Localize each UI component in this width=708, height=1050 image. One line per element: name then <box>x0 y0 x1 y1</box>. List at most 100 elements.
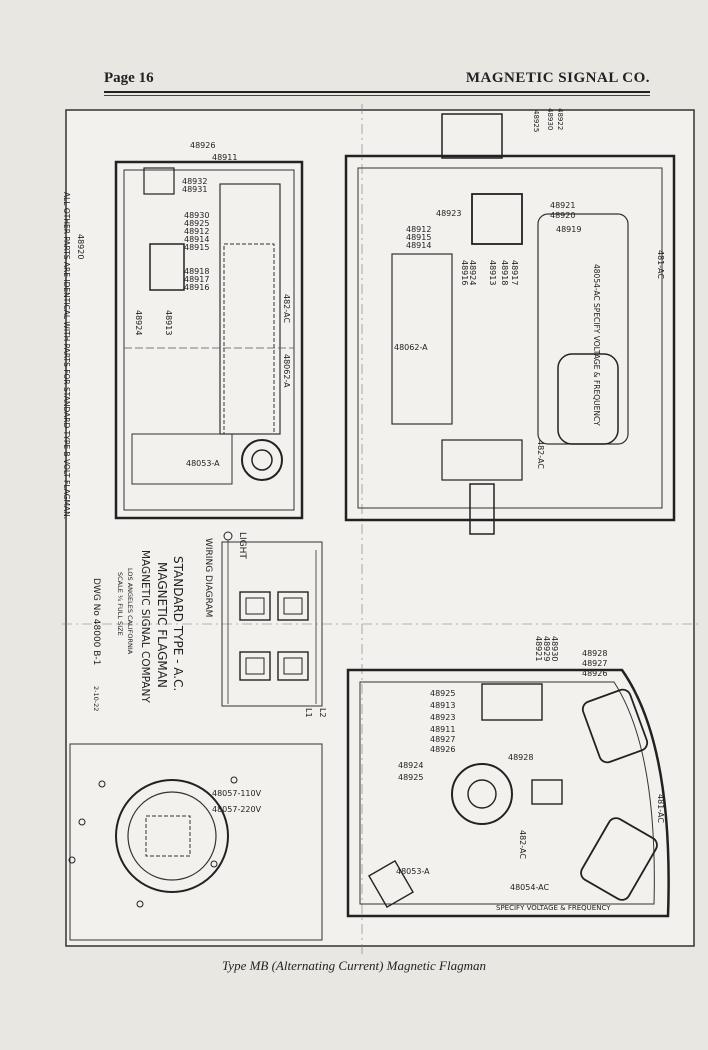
label-48930: 48930 <box>550 636 559 661</box>
housing-outline <box>346 668 670 918</box>
label-48921: 48921 <box>550 201 575 210</box>
label-48912: 48912 <box>184 227 209 236</box>
label-48053-a: 48053-A <box>396 867 430 876</box>
label-48932: 48932 <box>182 177 207 186</box>
coil-symbol-2-inner <box>283 597 303 615</box>
label-48057-110v: 48057-110V <box>212 789 262 798</box>
lower-coil <box>580 817 658 901</box>
shaft-stub <box>469 483 495 535</box>
label-48915: 48915 <box>406 233 431 242</box>
upper-coil <box>581 688 649 764</box>
label-48927: 48927 <box>582 659 607 668</box>
label-48915: 48915 <box>184 243 209 252</box>
bolt-hole <box>68 856 76 864</box>
label-48926: 48926 <box>430 745 455 754</box>
coil-symbol-3 <box>239 651 271 681</box>
pivot-bore <box>467 779 497 809</box>
bolt-hole <box>98 780 106 788</box>
label-48920: 48920 <box>550 211 575 220</box>
bottom-left-view: 48057-110V 48057-220V <box>68 743 323 941</box>
bottom-right-labels: 48928 48927 48926 48925 48913 48923 4891… <box>396 636 665 912</box>
base-casting <box>131 433 233 485</box>
location-text: LOS ANGELES CALIFORNIA <box>126 568 134 655</box>
label-481-ac: 481-AC <box>656 250 665 279</box>
coil-specify-note: 48054-AC SPECIFY VOLTAGE & FREQUENCY <box>592 264 601 426</box>
drawing-border <box>65 109 695 947</box>
label-48053-a: 48053-A <box>186 459 220 468</box>
bolt-hole <box>230 776 238 784</box>
wiring-diagram-title: WIRING DIAGRAM <box>203 538 213 617</box>
pivot-bore <box>251 449 273 471</box>
label-48922: 48922 <box>556 108 564 130</box>
base-socket <box>145 815 191 857</box>
label-48062-a: 48062-A <box>282 354 291 388</box>
label-48928: 48928 <box>508 753 533 762</box>
top-right-view: 48922 48930 48925 48921 48920 48923 4891… <box>344 108 676 535</box>
label-481-ac: 481-AC <box>656 794 665 823</box>
label-48911: 48911 <box>212 153 237 162</box>
label-48925: 48925 <box>532 110 540 132</box>
wiring-frame <box>221 541 323 707</box>
counterweight-arm <box>391 253 453 425</box>
bolt-hole <box>136 900 144 908</box>
label-48924: 48924 <box>468 260 477 285</box>
terminal-block <box>143 167 175 195</box>
pivot-hub <box>451 763 513 825</box>
bolt-hole <box>210 860 218 868</box>
drawing-number: DWG No 48000 B-1 <box>91 578 101 665</box>
label-48921: 48921 <box>534 636 543 661</box>
drawing-svg: 48926 48911 48932 48931 48930 48925 4891… <box>62 104 702 956</box>
label-48923: 48923 <box>436 209 461 218</box>
label-482-ac: 482-AC <box>518 830 527 859</box>
header-rule <box>104 91 650 93</box>
header-rule-thin <box>104 95 650 96</box>
label-48913: 48913 <box>430 701 455 710</box>
label-48054-ac: 48054-AC <box>510 883 549 892</box>
scale-text: SCALE ¼ FULL SIZE <box>116 572 124 636</box>
bottom-right-view: 48928 48927 48926 48925 48913 48923 4891… <box>346 636 670 918</box>
label-48923: 48923 <box>430 713 455 722</box>
label-48913: 48913 <box>164 310 173 335</box>
right-part-labels: 48922 48930 48925 48921 48920 48923 4891… <box>394 108 665 469</box>
relay-block <box>149 243 185 291</box>
label-48918: 48918 <box>500 260 509 285</box>
pivot-boss <box>241 439 283 481</box>
relay-coil <box>471 193 523 245</box>
identical-parts-note: ALL OTHER PARTS ARE IDENTICAL WITH PARTS… <box>62 192 71 519</box>
label-48057-220v: 48057-220V <box>212 805 262 814</box>
label-48913: 48913 <box>488 260 497 285</box>
label-48925: 48925 <box>430 689 455 698</box>
company-title: MAGNETIC SIGNAL COMPANY <box>139 550 151 703</box>
housing-inner <box>357 167 663 509</box>
technical-drawing: 48926 48911 48932 48931 48930 48925 4891… <box>62 104 702 956</box>
label-48914: 48914 <box>406 241 431 250</box>
label-48929: 48929 <box>542 636 551 661</box>
figure-caption: Type MB (Alternating Current) Magnetic F… <box>222 958 486 973</box>
coil-symbol-1-inner <box>245 597 265 615</box>
label-48917: 48917 <box>184 275 209 284</box>
label-482-ac: 482-AC <box>536 440 545 469</box>
coil-symbol-4-inner <box>283 657 303 675</box>
page-header: Page 16 MAGNETIC SIGNAL CO. <box>104 66 650 90</box>
coil-specify-note: SPECIFY VOLTAGE & FREQUENCY <box>496 904 611 912</box>
base-ring-outer <box>115 779 229 893</box>
label-48925: 48925 <box>184 219 209 228</box>
label-48930: 48930 <box>184 211 209 220</box>
stop-block <box>368 859 414 909</box>
left-part-labels: 48926 48911 48932 48931 48930 48925 4891… <box>76 141 291 468</box>
coil-symbol-3-inner <box>245 657 265 675</box>
relay-bracket <box>481 683 543 721</box>
label-482-ac: 482-AC <box>282 294 291 323</box>
l1-label: L1 <box>304 708 313 718</box>
wiring-diagram <box>221 531 323 707</box>
base-outline <box>69 743 323 941</box>
housing-inner <box>123 169 295 511</box>
label-48928: 48928 <box>582 649 607 658</box>
label-48925: 48925 <box>398 773 423 782</box>
coil-symbol-4 <box>277 651 309 681</box>
armature <box>531 779 563 805</box>
coil-symbol-2 <box>277 591 309 621</box>
standard-type-title: STANDARD TYPE - A.C. <box>171 556 185 691</box>
label-48924: 48924 <box>398 761 423 770</box>
label-48912: 48912 <box>406 225 431 234</box>
